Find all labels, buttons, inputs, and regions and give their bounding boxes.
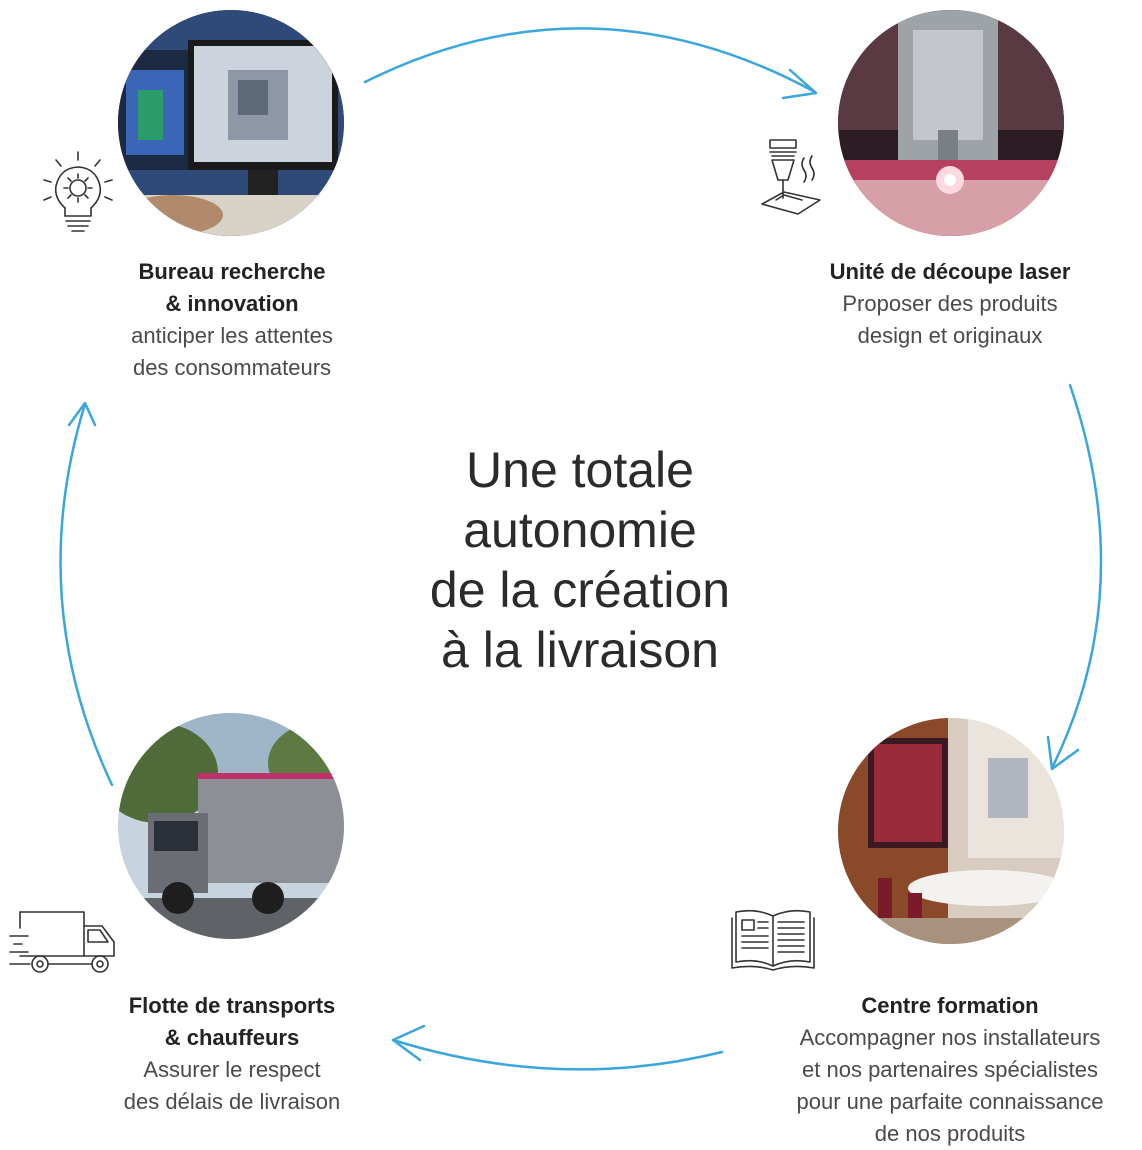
center-heading-line: de la création <box>429 562 731 618</box>
photo-bureau-recherche <box>118 10 344 236</box>
photo-decoupe-laser <box>838 10 1064 236</box>
step-desc-line: des consommateurs <box>132 355 332 380</box>
step-desc-line: de nos produits <box>874 1121 1026 1146</box>
step-desc-line: et nos partenaires spécialistes <box>802 1057 1098 1082</box>
laser-cutter-icon <box>758 138 828 223</box>
step-desc-line: pour une parfaite connaissance <box>796 1089 1104 1114</box>
step-desc-line: Accompagner nos installateurs <box>799 1025 1101 1050</box>
photo-flotte-transports <box>118 713 344 939</box>
step-desc-line: anticiper les attentes <box>131 323 333 348</box>
arrow-bottom-head <box>391 1024 426 1062</box>
step-title-line: Centre formation <box>861 993 1039 1018</box>
arrow-right-head <box>1046 735 1080 771</box>
step-desc-line: des délais de livraison <box>123 1089 341 1114</box>
step-centre-formation: Centre formation Accompagner nos install… <box>760 990 1140 1150</box>
arrow-top <box>363 27 817 94</box>
step-title-line: Unité de découpe laser <box>829 259 1071 284</box>
step-desc-line: Assurer le respect <box>143 1057 321 1082</box>
center-heading-line: Une totale <box>466 442 694 498</box>
step-desc-line: design et originaux <box>857 323 1043 348</box>
step-decoupe-laser: Unité de découpe laser Proposer des prod… <box>770 256 1130 352</box>
open-book-icon <box>728 906 818 977</box>
center-heading-line: autonomie <box>463 502 697 558</box>
step-title-line: & chauffeurs <box>164 1025 300 1050</box>
arrow-left-head <box>67 401 97 427</box>
step-title-line: & innovation <box>165 291 299 316</box>
step-title-line: Flotte de transports <box>128 993 336 1018</box>
center-heading: Une totale autonomie de la création à la… <box>330 440 830 680</box>
center-heading-line: à la livraison <box>441 622 719 678</box>
step-title-line: Bureau recherche <box>138 259 326 284</box>
arrow-left <box>59 402 114 787</box>
arrow-top-head <box>781 68 818 100</box>
step-bureau-recherche: Bureau recherche & innovation anticiper … <box>72 256 392 384</box>
photo-centre-formation <box>838 718 1064 944</box>
step-desc-line: Proposer des produits <box>842 291 1058 316</box>
delivery-truck-icon <box>8 906 118 981</box>
arrow-right <box>1050 383 1103 770</box>
lightbulb-gear-icon <box>38 150 118 239</box>
step-flotte-transports: Flotte de transports & chauffeurs Assure… <box>72 990 392 1118</box>
arrow-bottom <box>391 1038 724 1071</box>
